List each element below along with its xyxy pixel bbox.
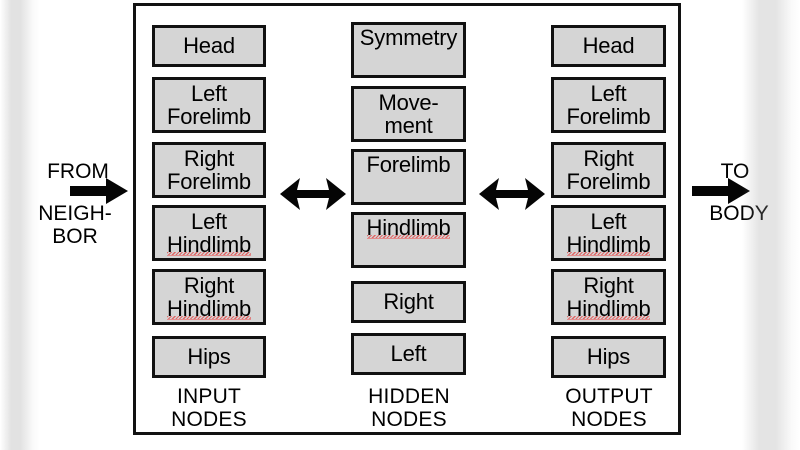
node-line: Left <box>390 341 427 367</box>
hidden-column-caption: HIDDEN NODES <box>345 385 473 431</box>
node-line: Hips <box>187 344 231 370</box>
node-line: Right <box>583 146 634 172</box>
connector-hidden-output-double-arrow <box>479 174 545 214</box>
diagram-frame: Head Left Forelimb Right Forelimb Left H… <box>133 3 681 435</box>
caption-line: INPUT <box>177 385 241 408</box>
label-text: NEIGH- <box>38 202 112 225</box>
node-line: Forelimb <box>167 103 251 129</box>
label-text: TO <box>720 160 750 183</box>
caption-line: NODES <box>371 407 447 431</box>
node-line-misspelled: Hindlimb <box>566 231 651 257</box>
input-node-head: Head <box>152 25 266 67</box>
caption-line: HIDDEN <box>368 385 450 408</box>
input-node-left-forelimb: Left Forelimb <box>152 77 266 133</box>
node-line: Move- <box>378 90 439 116</box>
input-node-right-forelimb: Right Forelimb <box>152 142 266 198</box>
node-line: Forelimb <box>566 168 651 194</box>
node-line: Right <box>183 273 235 299</box>
node-line: ment <box>384 112 433 138</box>
output-node-head: Head <box>551 25 666 67</box>
output-node-right-hindlimb: Right Hindlimb <box>551 269 666 325</box>
label-text: BODY <box>709 202 769 225</box>
node-line: Right <box>383 289 434 315</box>
output-node-left-forelimb: Left Forelimb <box>551 77 666 133</box>
node-line: Head <box>183 33 235 59</box>
input-node-left-hindlimb: Left Hindlimb <box>152 205 266 261</box>
hidden-node-forelimb: Forelimb <box>351 149 466 205</box>
node-line: Forelimb <box>167 168 251 194</box>
from-neighbor-label-line1: FROM <box>28 160 128 184</box>
node-line: Forelimb <box>366 152 451 177</box>
input-node-right-hindlimb: Right Hindlimb <box>152 269 266 325</box>
caption-line: NODES <box>171 407 247 431</box>
hidden-node-right: Right <box>351 281 466 323</box>
node-line: Left <box>590 81 627 107</box>
hidden-node-hindlimb: Hindlimb <box>351 212 466 268</box>
label-text: FROM <box>47 160 109 183</box>
output-column-caption: OUTPUT NODES <box>545 385 673 431</box>
output-node-hips: Hips <box>551 336 666 378</box>
hidden-node-left: Left <box>351 333 466 375</box>
node-line: Left <box>590 209 627 235</box>
node-line-misspelled: Hindlimb <box>366 215 451 240</box>
caption-line: NODES <box>571 407 647 431</box>
node-line: Left <box>191 81 227 107</box>
node-line: Symmetry <box>359 25 458 50</box>
node-line-misspelled: Hindlimb <box>167 295 251 321</box>
node-line: Left <box>191 209 227 235</box>
from-neighbor-arrow-icon <box>70 178 128 204</box>
node-line: Hips <box>586 344 631 370</box>
from-neighbor-label-line2: NEIGH- BOR <box>22 202 128 248</box>
node-line: Right <box>583 273 634 299</box>
node-line-misspelled: Hindlimb <box>566 295 651 321</box>
to-body-label-line1: TO <box>700 160 770 184</box>
output-node-left-hindlimb: Left Hindlimb <box>551 205 666 261</box>
hidden-node-movement: Move- ment <box>351 86 466 142</box>
label-text: BOR <box>52 224 98 248</box>
hidden-node-symmetry: Symmetry <box>351 22 466 78</box>
connector-input-hidden-double-arrow <box>280 174 346 214</box>
input-node-hips: Hips <box>152 336 266 378</box>
output-node-right-forelimb: Right Forelimb <box>551 142 666 198</box>
node-line: Right <box>183 146 235 172</box>
node-line: Forelimb <box>566 103 651 129</box>
node-line: Head <box>582 33 635 59</box>
node-line-misspelled: Hindlimb <box>167 231 251 257</box>
input-column-caption: INPUT NODES <box>152 385 266 431</box>
to-body-label-line2: BODY <box>692 202 786 226</box>
to-body-arrow-icon <box>692 178 750 204</box>
caption-line: OUTPUT <box>565 385 653 408</box>
